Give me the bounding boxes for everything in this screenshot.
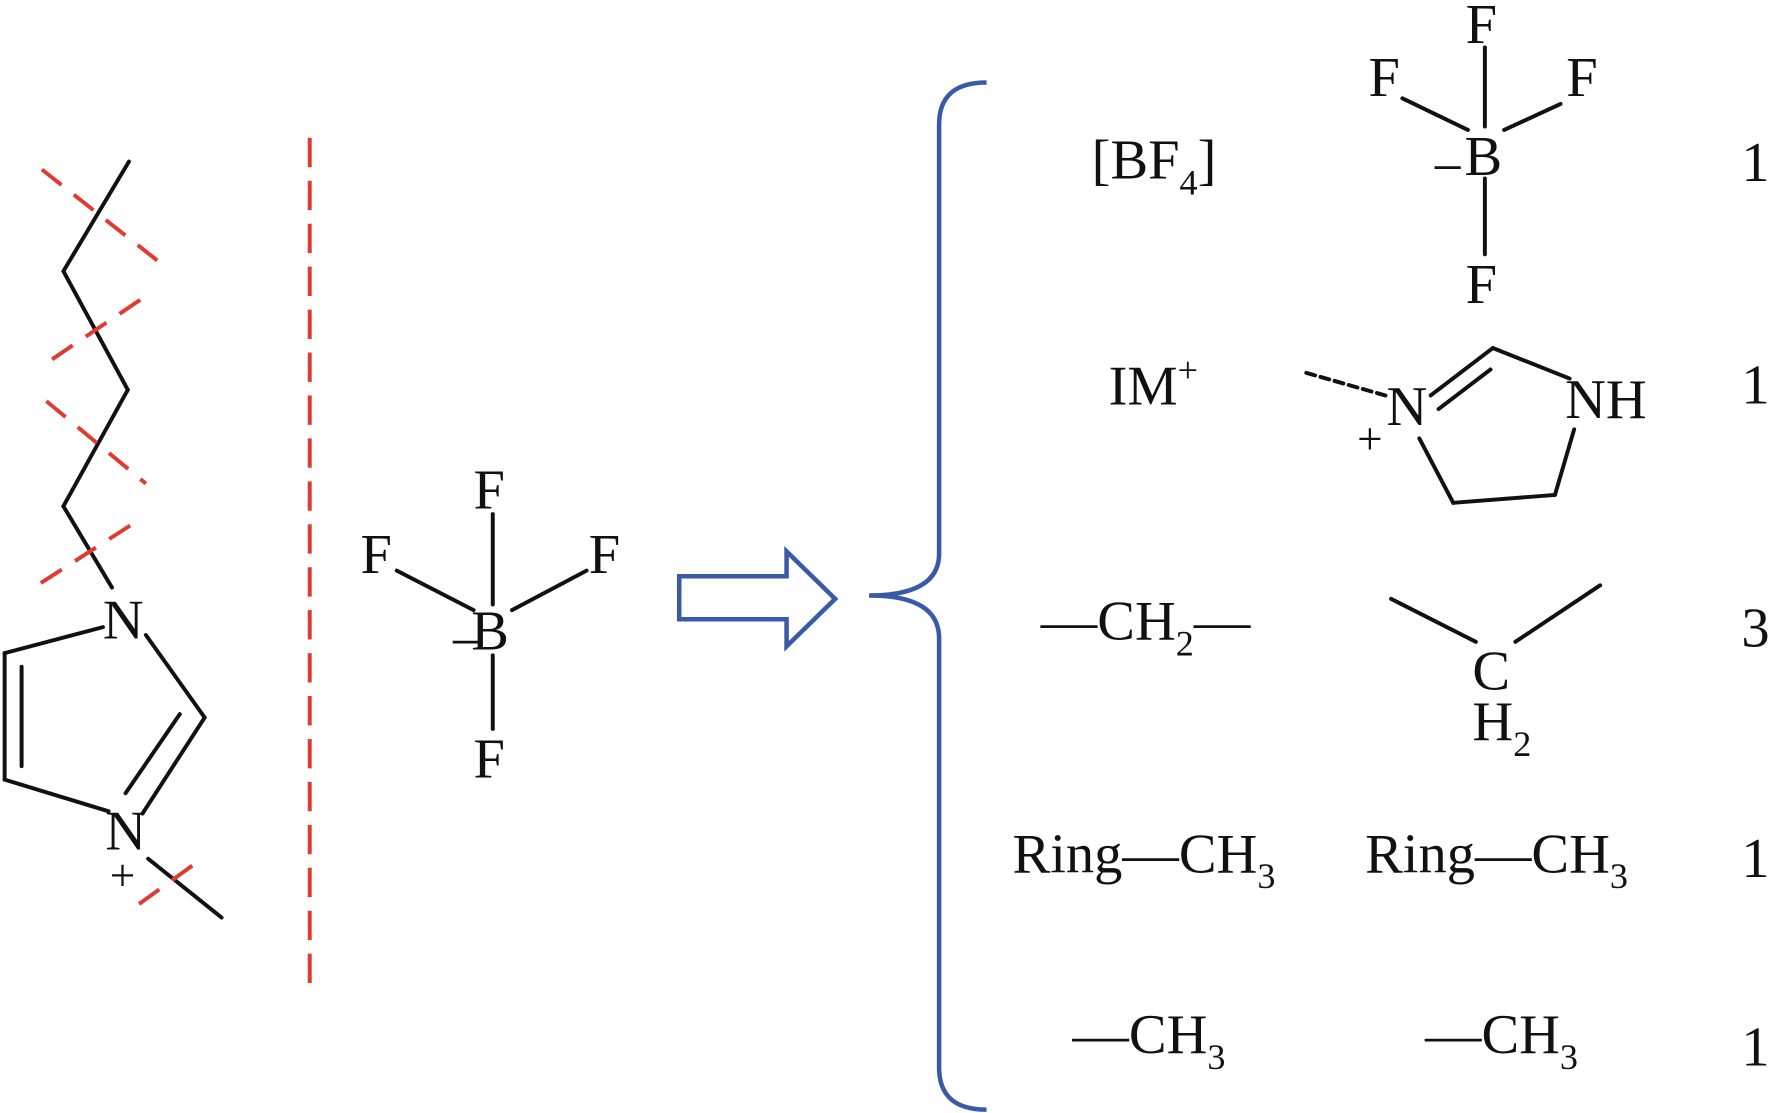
hydrogen-label: H2: [1472, 691, 1531, 764]
fragment-count: 1: [1741, 132, 1769, 194]
right-arrow-icon: [676, 546, 839, 652]
fluorine-label: F: [474, 728, 505, 790]
bond: [1502, 101, 1563, 132]
nitrogen-label: N: [1387, 376, 1428, 438]
fragment-name: —CH2—: [1040, 591, 1251, 664]
fragment-count: 1: [1741, 354, 1769, 416]
fragment-name: [BF4]: [1092, 130, 1217, 203]
bond-n1-c5: [2, 625, 105, 656]
fragment-structure: —CH3: [1424, 1004, 1578, 1077]
cleavage-marks: [39, 137, 312, 990]
carbon-label: C: [1472, 640, 1510, 702]
bond: [1400, 96, 1470, 132]
fluorine-label: F: [1566, 47, 1597, 109]
fragment-name: —CH3: [1071, 1004, 1225, 1077]
fragment-name: IM+: [1109, 350, 1198, 418]
fragment-row-ring-ch3: Ring—CH3 Ring—CH3 1: [1013, 823, 1770, 896]
fluorine-label: F: [589, 524, 620, 586]
nitrogen-1-label: N: [103, 589, 144, 651]
cut-line: [45, 399, 148, 486]
negative-charge-label: −: [1432, 137, 1464, 199]
fragment-name: Ring—CH3: [1013, 823, 1276, 896]
curly-brace: [869, 80, 987, 1112]
bond-n3-c2: [140, 715, 207, 816]
bond-c4-n3: [2, 777, 111, 814]
nh-label: NH: [1565, 369, 1647, 431]
negative-charge-label: −: [450, 612, 482, 674]
cut-line: [39, 518, 141, 585]
fluorine-label: F: [361, 524, 392, 586]
fluorine-label: F: [1368, 47, 1399, 109]
positive-charge-label: +: [110, 850, 135, 900]
fragment-structure: Ring—CH3: [1365, 823, 1628, 896]
nitrogen-3-label: N: [105, 801, 146, 863]
cut-line: [40, 167, 167, 269]
bond: [1552, 427, 1577, 497]
boron-label: B: [471, 601, 509, 663]
cut-line: [137, 861, 197, 906]
cut-line: [50, 294, 147, 361]
tetrafluoroborate-anion: F F F F B −: [361, 459, 621, 790]
fluorine-label: F: [1466, 254, 1497, 316]
bond: [1428, 346, 1495, 398]
fragment-row-bf4: [BF4] F F F F B − 1: [1092, 0, 1770, 316]
bond: [1451, 492, 1557, 505]
bond: [1417, 436, 1456, 505]
bond: [1436, 367, 1493, 412]
fluorine-label: F: [1466, 0, 1497, 56]
fragment-count: 1: [1741, 828, 1769, 890]
fragment-row-ch3: —CH3 —CH3 1: [1071, 1004, 1769, 1078]
methyl-bond: [146, 856, 224, 920]
dashed-bond: [1304, 370, 1388, 398]
fragment-row-ch2: —CH2— C H2 3: [1040, 583, 1770, 764]
bond-b-f-left: [394, 568, 476, 613]
bond: [1490, 346, 1572, 381]
bond-c2-n1: [143, 633, 207, 720]
fragment-row-im: IM+ N NH + 1: [1109, 346, 1770, 505]
boron-label: B: [1465, 126, 1503, 188]
fragment-count: 3: [1741, 597, 1769, 659]
fragment-count: 1: [1741, 1017, 1769, 1079]
fluorine-label: F: [474, 459, 505, 521]
bond-b-f-right: [510, 568, 589, 613]
bond: [1389, 596, 1478, 644]
positive-charge-label: +: [1357, 414, 1382, 464]
bond-n3-c2-double: [123, 712, 182, 796]
alkyl-chain: [61, 159, 131, 590]
bond: [1513, 583, 1603, 644]
imidazolium-cation: N N +: [2, 159, 224, 920]
